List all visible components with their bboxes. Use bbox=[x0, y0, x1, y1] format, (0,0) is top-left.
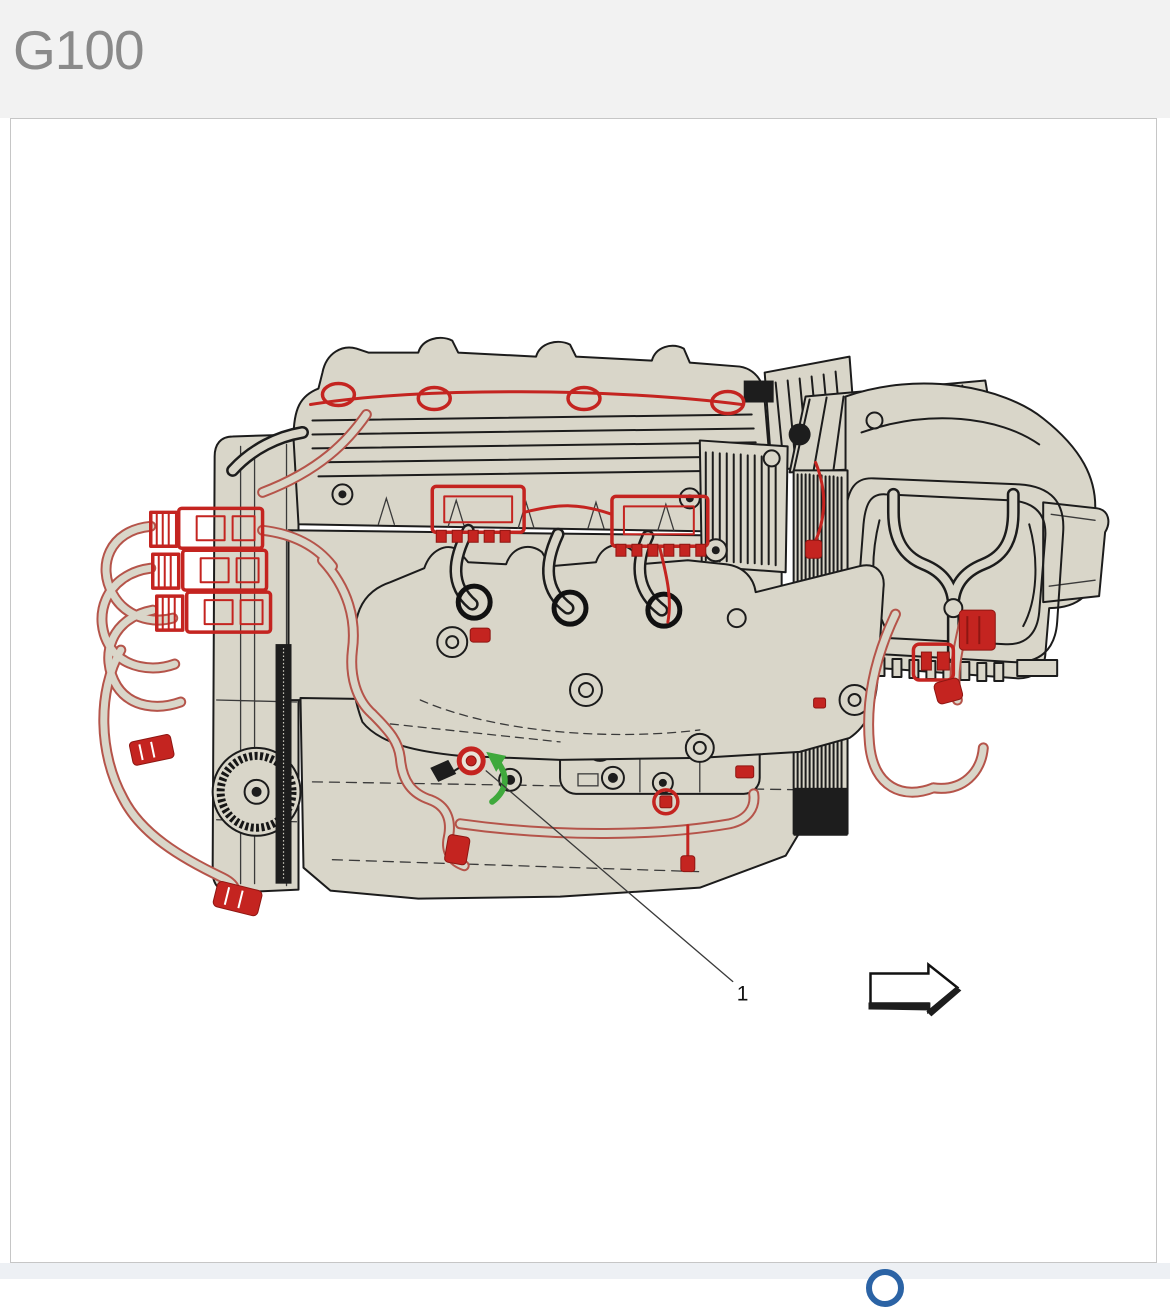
engine-illustration bbox=[211, 336, 1110, 900]
figure-card: 1 bbox=[10, 118, 1157, 1263]
wiring-harness bbox=[102, 381, 996, 917]
engine-ground-diagram: 1 bbox=[11, 336, 1110, 1017]
connector-stack bbox=[149, 506, 273, 634]
harness-connectors bbox=[129, 539, 996, 917]
injector-harness-block bbox=[430, 484, 710, 557]
scroll-indicator-button[interactable] bbox=[866, 1269, 904, 1307]
callout-label: 1 bbox=[737, 982, 749, 1005]
ground-marker-arrow-icon bbox=[486, 751, 508, 805]
footer-band bbox=[0, 1263, 1170, 1279]
page-title: G100 bbox=[13, 19, 145, 81]
direction-arrow-icon bbox=[868, 961, 962, 1017]
callout-leader-line bbox=[485, 770, 734, 983]
ground-terminal bbox=[430, 746, 486, 782]
header-band: G100 bbox=[0, 0, 1170, 118]
